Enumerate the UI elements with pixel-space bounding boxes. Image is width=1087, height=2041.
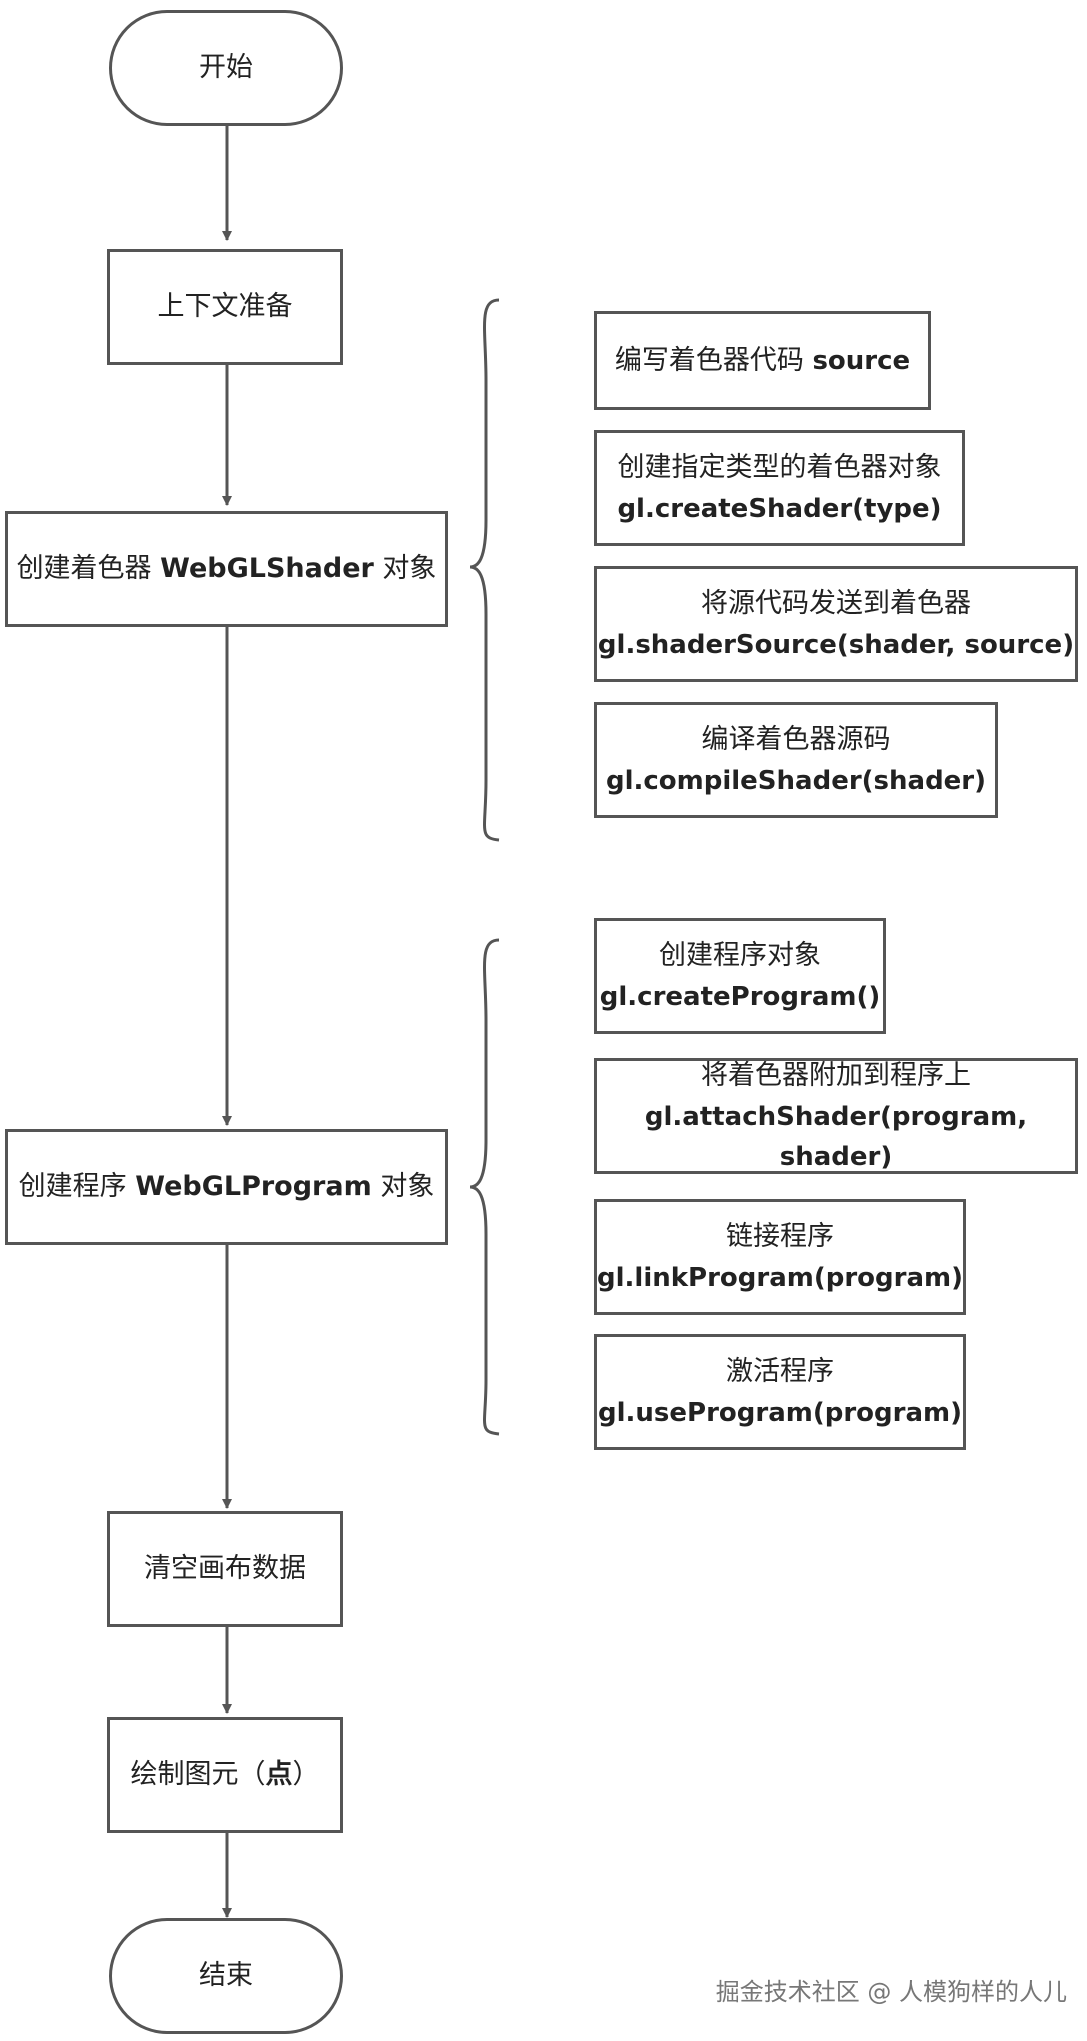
program-step-link-text: 链接程序 (726, 1220, 834, 1252)
context-node: 上下文准备 (107, 249, 343, 365)
start-node: 开始 (109, 10, 343, 126)
program-brace (469, 938, 500, 1436)
program-step-use: 激活程序 gl.useProgram(program) (594, 1334, 966, 1450)
program-step-use-code: gl.useProgram(program) (598, 1397, 962, 1428)
draw-label: 绘制图元（点） (130, 1759, 320, 1791)
shader-node: 创建着色器 WebGLShader 对象 (5, 511, 448, 627)
end-label: 结束 (199, 1960, 253, 1992)
shader-brace (469, 298, 500, 842)
shader-step-compile-code: gl.compileShader(shader) (605, 765, 987, 796)
program-step-create-text: 创建程序对象 (659, 939, 821, 971)
program-step-create: 创建程序对象 gl.createProgram() (594, 918, 886, 1034)
shader-step-write-label: 编写着色器代码 source (614, 344, 911, 376)
clear-node: 清空画布数据 (107, 1511, 343, 1627)
program-step-link-code: gl.linkProgram(program) (597, 1262, 963, 1293)
shader-step-source: 将源代码发送到着色器 gl.shaderSource(shader, sourc… (594, 566, 1078, 682)
shader-step-source-code: gl.shaderSource(shader, source) (597, 629, 1075, 660)
program-node: 创建程序 WebGLProgram 对象 (5, 1129, 448, 1245)
shader-step-create: 创建指定类型的着色器对象 gl.createShader(type) (594, 430, 965, 546)
shader-step-source-text: 将源代码发送到着色器 (701, 587, 971, 619)
context-label: 上下文准备 (157, 291, 293, 323)
clear-label: 清空画布数据 (144, 1553, 306, 1585)
shader-step-compile-text: 编译着色器源码 (701, 723, 891, 755)
shader-step-create-text: 创建指定类型的着色器对象 (617, 451, 942, 483)
shader-label: 创建着色器 WebGLShader 对象 (16, 553, 437, 585)
draw-node: 绘制图元（点） (107, 1717, 343, 1833)
program-step-attach: 将着色器附加到程序上 gl.attachShader(program, shad… (594, 1058, 1078, 1174)
program-step-attach-code: gl.attachShader(program, shader) (644, 1101, 1028, 1172)
end-node: 结束 (109, 1918, 343, 2034)
start-label: 开始 (199, 52, 253, 84)
shader-step-write-source: 编写着色器代码 source (594, 311, 931, 410)
program-step-link: 链接程序 gl.linkProgram(program) (594, 1199, 966, 1315)
shader-step-compile: 编译着色器源码 gl.compileShader(shader) (594, 702, 998, 818)
shader-step-create-code: gl.createShader(type) (617, 493, 942, 524)
program-step-create-code: gl.createProgram() (599, 981, 881, 1012)
watermark: 掘金技术社区 @ 人模狗样的人儿 (715, 1978, 1067, 2006)
program-step-attach-text: 将着色器附加到程序上 (701, 1059, 971, 1091)
program-label: 创建程序 WebGLProgram 对象 (18, 1171, 435, 1203)
program-step-use-text: 激活程序 (726, 1355, 834, 1387)
